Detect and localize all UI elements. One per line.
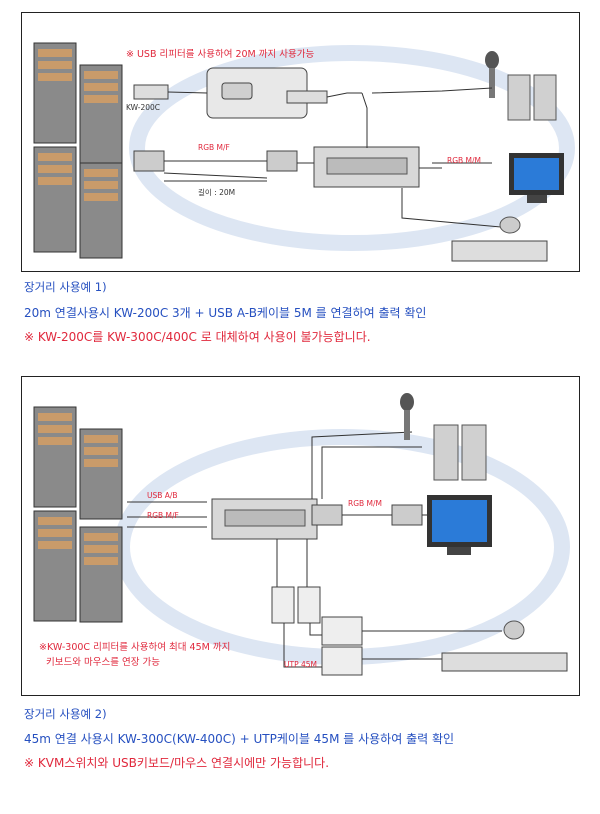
pc-tower-icon	[33, 406, 77, 508]
example-1-description: 20m 연결사용시 KW-200C 3개 + USB A-B케이블 5M 를 연…	[24, 306, 427, 320]
microphone-icon	[485, 51, 499, 98]
audio-cable	[311, 431, 422, 499]
kvm-cable	[297, 92, 513, 229]
rgb-mm-label: RGB M/M	[348, 499, 383, 508]
peripheral-cable	[371, 87, 493, 164]
kw300c-repeater-icon	[297, 586, 321, 624]
kw300c-note-line-1: ※KW-300C 리피터를 사용하여 최대 45M 까지	[39, 642, 231, 653]
usb-cable	[167, 91, 362, 98]
watermark-ring	[129, 45, 575, 251]
microphone-icon	[400, 393, 414, 440]
rgb-mf-label: RGB M/F	[198, 143, 230, 152]
diagram-panel-1: ※ USB 리피터를 사용하여 20M 까지 사용가능 KW-200C RGB …	[21, 12, 580, 272]
example-1-warning: ※ KW-200C를 KW-300C/400C 로 대체하여 사용이 불가능합니…	[24, 330, 371, 344]
usb-rgb-cable	[127, 501, 207, 528]
monitor-icon	[509, 153, 564, 203]
speaker-icon	[433, 424, 459, 481]
kvm-switch-icon	[313, 146, 420, 188]
pc-tower-icon	[33, 42, 77, 144]
keyboard-icon	[441, 652, 568, 672]
speaker-icon	[507, 74, 531, 121]
speaker-icon	[461, 424, 487, 481]
peripheral-cable	[362, 630, 502, 660]
rgb-connector-icon	[311, 504, 343, 526]
cable-length-label: 길이 : 20M	[198, 188, 236, 197]
rgb-connector-icon	[266, 150, 298, 172]
monitor-icon	[427, 495, 492, 555]
usb-connector-icon	[133, 84, 169, 100]
mouse-icon	[499, 216, 521, 234]
rgb-mf-label: RGB M/F	[147, 511, 179, 520]
kw300c-repeater-icon	[321, 646, 363, 676]
kvm-switch-icon	[211, 498, 318, 540]
mouse-icon	[503, 620, 525, 640]
pc-tower-icon	[79, 428, 123, 520]
keyboard-icon	[451, 240, 548, 262]
kw300c-note-line-2: 키보드와 마우스를 연장 가능	[46, 657, 160, 668]
rgb-cable	[163, 160, 268, 182]
kw300c-repeater-icon	[271, 586, 295, 624]
rgb-connector-icon	[391, 504, 423, 526]
kw300c-repeater-icon	[321, 616, 363, 646]
usb-repeater-note: ※ USB 리피터를 사용하여 20M 까지 사용가능	[126, 49, 315, 60]
pc-tower-icon	[79, 526, 123, 623]
usb-ab-label: USB A/B	[147, 491, 178, 500]
pc-tower-icon	[79, 64, 123, 166]
usb-connector-icon	[286, 90, 328, 104]
example-2-warning: ※ KVM스위치와 USB키보드/마우스 연결시에만 가능합니다.	[24, 756, 330, 770]
speaker-icon	[533, 74, 557, 121]
diagram-2-graphics	[33, 393, 570, 676]
rgb-connector-icon	[133, 150, 165, 172]
utp-cable	[276, 539, 322, 668]
diagram-1-graphics	[33, 42, 575, 262]
pc-tower-icon	[33, 510, 77, 622]
utp-length-label: UTP 45M	[284, 660, 317, 669]
diagram-panel-2: USB A/B RGB M/F RGB M/M UTP 45M ※KW-300C…	[21, 376, 580, 696]
example-1-title: 장거리 사용예 1)	[24, 280, 107, 294]
example-2-title: 장거리 사용예 2)	[24, 707, 107, 721]
kw200c-label: KW-200C	[126, 103, 161, 112]
pc-tower-icon	[33, 146, 77, 253]
rgb-mm-label: RGB M/M	[447, 156, 482, 165]
example-2-description: 45m 연결 사용시 KW-300C(KW-400C) + UTP케이블 45M…	[24, 732, 455, 746]
pc-tower-icon	[79, 162, 123, 259]
